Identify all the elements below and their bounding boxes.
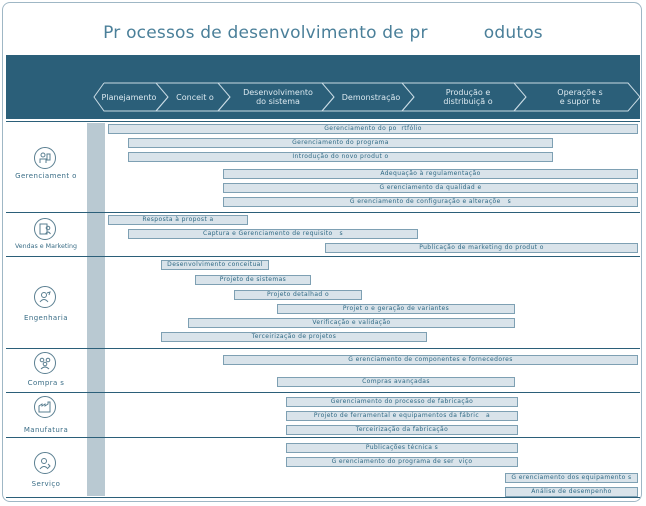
process-bar: G erenciamento de configuração e alteraç… [223, 197, 638, 207]
phase-label-4: Demonstração [341, 92, 401, 102]
process-bar: Compras avançadas [277, 377, 515, 387]
section-label: Gerenciament o [15, 172, 77, 180]
section-compras: Compra s [6, 348, 84, 392]
phase-arrows [93, 82, 640, 112]
section-divider [6, 348, 640, 349]
process-bar: Resposta à propost a [108, 215, 248, 225]
section-label: Compra s [27, 379, 65, 387]
phase-label-5: Produção e distribuiçã o [443, 88, 493, 106]
diagram-frame: Pr ocessos de desenvolvimento de pr odut… [2, 2, 642, 502]
process-bar: Desenvolvimento conceitual [161, 260, 269, 270]
section-divider [6, 497, 640, 498]
process-bar: G erenciamento de componentes e forneced… [223, 355, 638, 365]
people-chart-icon [34, 147, 56, 169]
process-bar: Projeto de ferramental e equipamentos da… [286, 411, 518, 421]
process-bar: Adequação à regulamentação [223, 169, 638, 179]
diagram-title: Pr ocessos de desenvolvimento de pr odut… [103, 23, 543, 43]
process-bar: Publicações técnica s [286, 443, 518, 453]
section-servico: Serviço [6, 437, 84, 497]
section-divider [6, 437, 640, 438]
section-vendas-marketing: Vendas e Marketing [6, 212, 84, 256]
process-bar: Publicação de marketing do produt o [325, 243, 638, 253]
process-bar: Projet o e geração de variantes [277, 304, 515, 314]
process-bar: Captura e Gerenciamento de requisito s [128, 229, 418, 239]
factory-icon [34, 396, 56, 418]
process-bar: Terceirização de projetos [161, 332, 427, 342]
section-divider [6, 256, 640, 257]
section-engenharia: Engenharia [6, 256, 84, 348]
section-divider [6, 121, 640, 122]
phase-label-2: Conceit o [176, 92, 214, 102]
process-bar: Gerenciamento do processo de fabricação [286, 397, 518, 407]
process-bar: G erenciamento dos equipamento s [505, 473, 638, 483]
process-bar: Gerenciamento do po rtfólio [108, 124, 638, 134]
process-bar: Introdução do novo produt o [128, 152, 553, 162]
process-bar: G erenciamento do programa de ser viço [286, 457, 518, 467]
section-gerenciamento: Gerenciament o [6, 121, 84, 212]
phase-arrow-6 [512, 82, 640, 112]
phase-label-1: Planejamento [101, 92, 157, 102]
section-manufatura: Manufatura [6, 392, 84, 437]
phase-label-3: Desenvolvimento do sistema [243, 88, 313, 106]
engineer-icon [34, 286, 56, 308]
phase-band: Planejamento Conceit o Desenvolvimento d… [6, 55, 640, 119]
section-divider [6, 392, 640, 393]
process-bar: G erenciamento da qualidad e [223, 183, 638, 193]
process-bar: Gerenciamento do programa [128, 138, 553, 148]
section-label: Engenharia [24, 314, 68, 322]
document-person-icon [34, 218, 56, 240]
process-bar: Projeto detalhad o [234, 290, 362, 300]
section-label: Vendas e Marketing [14, 243, 78, 250]
process-bar: Projeto de sistemas [195, 275, 311, 285]
process-bar: Análise de desempenho [505, 487, 638, 497]
timeline-column [87, 123, 105, 496]
section-divider [6, 212, 640, 213]
process-bar: Verificação e validação [188, 318, 515, 328]
process-bar: Terceirização da fabricação [286, 425, 518, 435]
phase-label-6: Operaçõe s e supor te [557, 88, 603, 106]
section-label: Serviço [31, 480, 61, 488]
group-icon [34, 352, 56, 374]
section-label: Manufatura [23, 426, 69, 434]
service-person-icon [34, 452, 56, 474]
